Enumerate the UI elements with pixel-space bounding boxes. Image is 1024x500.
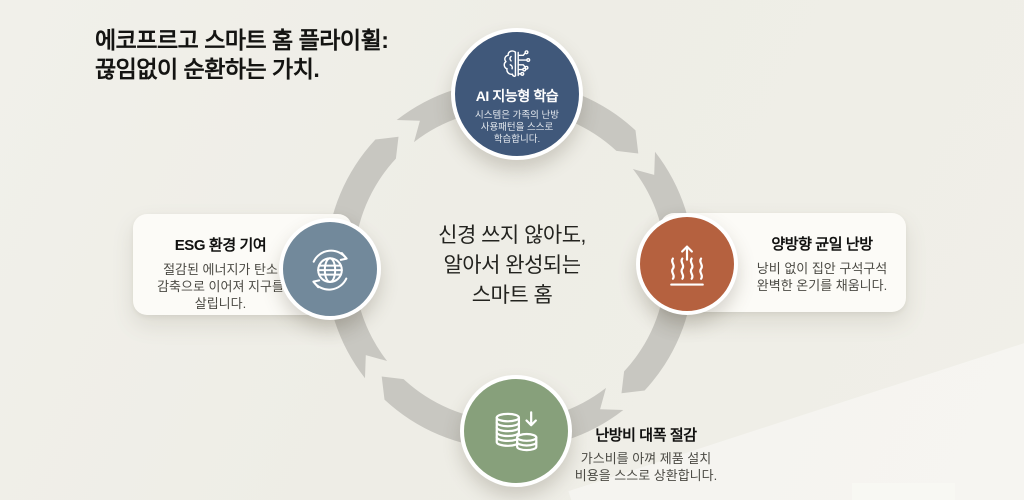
center-tagline-line2: 알아서 완성되는: [443, 254, 581, 277]
center-tagline-line1: 신경 쓰지 않아도,: [438, 224, 586, 247]
card-esg-desc: 절감된 에너지가 탄소 감축으로 이어져 지구를 살립니다.: [157, 262, 284, 311]
page-title-line2: 끊임없이 순환하는 가치.: [95, 56, 320, 82]
background-accent-bar: [852, 483, 955, 500]
card-cost-saving: 난방비 대폭 절감 가스비를 아껴 제품 설치 비용을 스스로 상환합니다.: [566, 424, 726, 484]
globe-cycle-icon: [303, 242, 357, 296]
node-ai-learning-title: AI 지능형 학습: [475, 87, 559, 104]
card-uniform-heating-desc: 낭비 없이 집안 구석구석 완벽한 온기를 채움니다.: [756, 261, 888, 293]
node-cost-saving: [460, 375, 572, 487]
node-uniform-heating: [636, 213, 738, 315]
page-title-line1: 에코프르고 스마트 홈 플라이휠:: [95, 27, 389, 53]
card-esg-title: ESG 환경 기여: [174, 237, 267, 254]
card-cost-saving-title: 난방비 대폭 절감: [595, 427, 697, 444]
node-ai-learning: AI 지능형 학습 시스템은 가족의 난방 사용패턴을 스스로 학습합니다.: [451, 28, 583, 160]
page-title: 에코프르고 스마트 홈 플라이휠: 끊임없이 순환하는 가치.: [95, 26, 389, 84]
brain-circuit-icon: [498, 45, 536, 83]
card-uniform-heating-title: 양방향 균일 난방: [771, 236, 873, 253]
node-esg: [279, 218, 381, 320]
flywheel-arrow-segment: [621, 151, 695, 394]
card-cost-saving-desc: 가스비를 아껴 제품 설치 비용을 스스로 상환합니다.: [574, 451, 718, 483]
coins-stack-icon: [488, 403, 544, 459]
center-tagline: 신경 쓰지 않아도, 알아서 완성되는 스마트 홈: [378, 221, 646, 311]
heat-waves-icon: [661, 238, 713, 290]
node-ai-learning-desc: 시스템은 가족의 난방 사용패턴을 스스로 학습합니다.: [475, 109, 559, 145]
center-tagline-line3: 스마트 홈: [471, 284, 553, 307]
